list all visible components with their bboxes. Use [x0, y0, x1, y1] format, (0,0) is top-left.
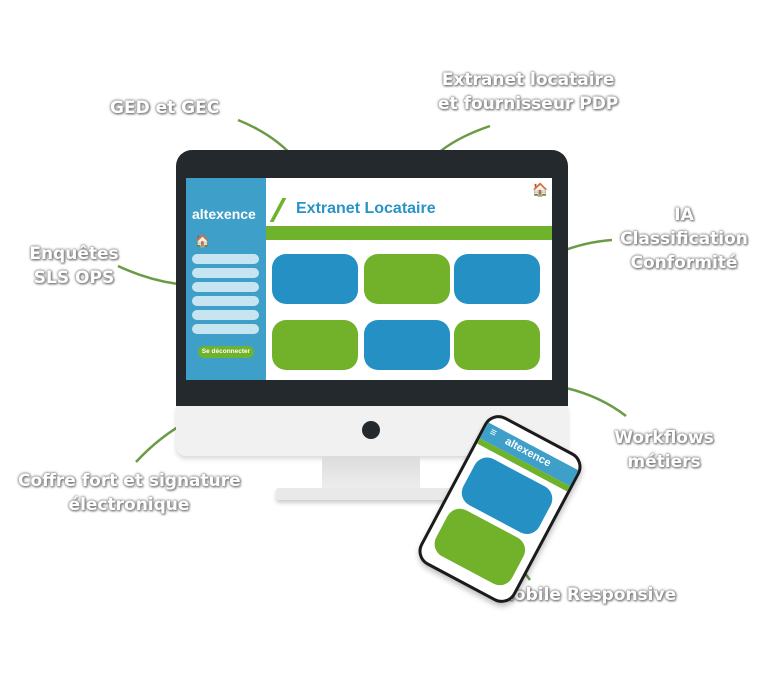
label-enquetes-line2: SLS OPS [33, 268, 115, 288]
label-ia-line1: IA [674, 205, 694, 225]
sidebar-item[interactable] [192, 268, 259, 278]
label-ia-line2: Classification [620, 229, 748, 249]
sidebar-item[interactable] [192, 254, 259, 264]
tile[interactable] [454, 320, 540, 370]
monitor-stand-base [276, 488, 456, 500]
monitor-stand-neck [322, 456, 420, 490]
tile[interactable] [272, 320, 358, 370]
title-accent [269, 198, 287, 222]
label-enquetes-line1: Enquêtes [29, 244, 119, 264]
label-coffre-line1: Coffre fort et signature [18, 471, 241, 491]
label-ged: GED et GEC [110, 98, 220, 118]
label-ia: IA Classification Conformité [614, 203, 754, 275]
connector-workflows [565, 386, 627, 417]
home-icon[interactable]: 🏠 [195, 234, 210, 248]
sidebar: altexence 🏠 Se déconnecter [186, 178, 266, 380]
label-mobile: Mobile Responsive [497, 585, 677, 605]
label-extranet-line2: et fournisseur PDP [438, 94, 619, 114]
home-icon[interactable]: 🏠 [532, 182, 549, 197]
label-workflows-line1: Workflows [614, 428, 714, 448]
tile[interactable] [272, 254, 358, 304]
camera-icon [362, 421, 380, 439]
label-coffre: Coffre fort et signature électronique [18, 469, 241, 517]
tile[interactable] [364, 320, 450, 370]
tile[interactable] [454, 254, 540, 304]
sidebar-item[interactable] [192, 282, 259, 292]
sidebar-item[interactable] [192, 310, 259, 320]
logo: altexence [192, 206, 256, 222]
label-coffre-line2: électronique [68, 495, 190, 515]
label-extranet: Extranet locataire et fournisseur PDP [438, 68, 618, 116]
label-extranet-line1: Extranet locataire [441, 70, 615, 90]
header-band [266, 226, 552, 240]
sidebar-item[interactable] [192, 296, 259, 306]
page-title: Extranet Locataire [296, 200, 436, 217]
label-workflows-line2: métiers [627, 452, 701, 472]
label-workflows: Workflows métiers [606, 426, 722, 474]
screen: altexence 🏠 Se déconnecter 🏠 Extranet Lo… [186, 178, 552, 380]
connector-enquetes [117, 264, 179, 286]
logout-button[interactable]: Se déconnecter [198, 346, 254, 358]
label-ia-line3: Conformité [630, 253, 738, 273]
tile[interactable] [364, 254, 450, 304]
sidebar-item[interactable] [192, 324, 259, 334]
label-enquetes: Enquêtes SLS OPS [26, 242, 122, 290]
